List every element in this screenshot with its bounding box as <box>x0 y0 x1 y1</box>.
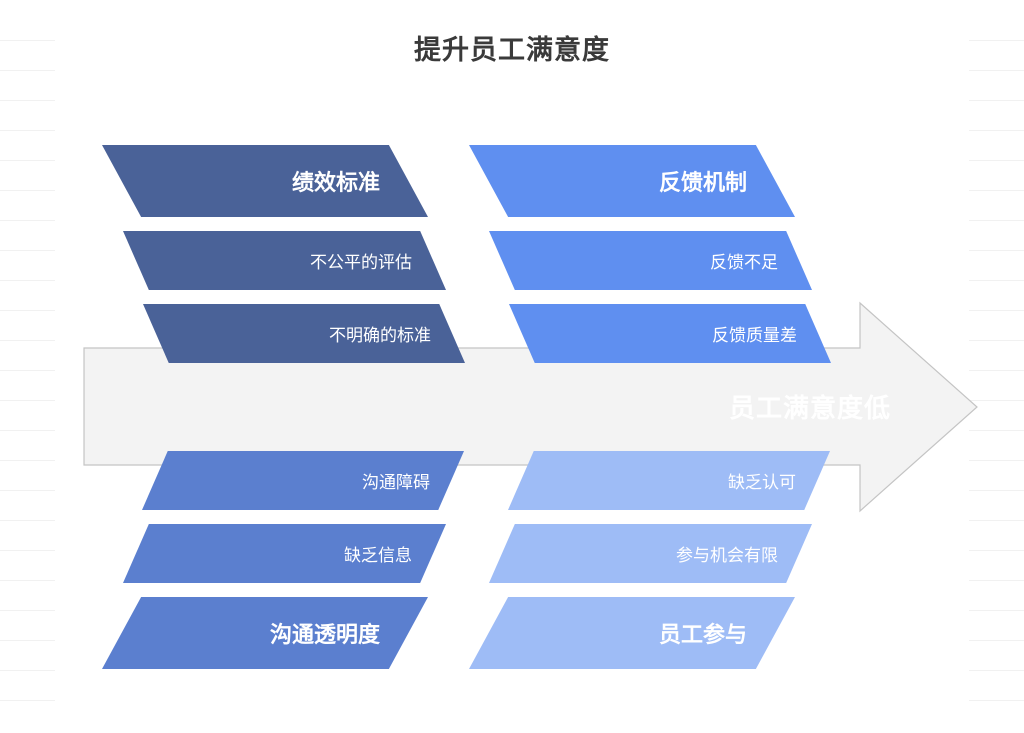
cause-label: 不明确的标准 <box>329 326 431 346</box>
right-edge-decoration <box>969 0 1024 733</box>
cause-label: 缺乏认可 <box>728 473 796 493</box>
cause-label: 参与机会有限 <box>676 546 778 566</box>
category-label: 沟通透明度 <box>269 623 380 648</box>
cause-limited-participation: 参与机会有限 <box>489 524 812 583</box>
diagram-title: 提升员工满意度 <box>414 35 610 66</box>
cause-communication-barriers: 沟通障碍 <box>142 451 464 510</box>
category-employee-participation: 员工参与 <box>469 597 795 669</box>
category-performance-standards: 绩效标准 <box>102 145 428 217</box>
cause-lack-of-recognition: 缺乏认可 <box>508 451 830 510</box>
cause-lack-of-information: 缺乏信息 <box>123 524 446 583</box>
cause-label: 反馈质量差 <box>712 326 797 346</box>
cause-unclear-standards: 不明确的标准 <box>143 304 465 363</box>
category-label: 反馈机制 <box>658 171 747 196</box>
cause-label: 反馈不足 <box>710 253 778 273</box>
cause-label: 缺乏信息 <box>344 546 412 566</box>
cause-label: 沟通障碍 <box>362 473 430 493</box>
category-label: 员工参与 <box>658 623 747 648</box>
cause-insufficient-feedback: 反馈不足 <box>489 231 812 290</box>
cause-poor-feedback-quality: 反馈质量差 <box>509 304 831 363</box>
cause-label: 不公平的评估 <box>310 253 412 273</box>
category-feedback-mechanism: 反馈机制 <box>469 145 795 217</box>
category-communication-transparency: 沟通透明度 <box>102 597 428 669</box>
cause-unfair-evaluation: 不公平的评估 <box>123 231 446 290</box>
effect-label: 员工满意度低 <box>728 394 891 424</box>
left-edge-decoration <box>0 0 55 733</box>
category-label: 绩效标准 <box>291 171 380 196</box>
